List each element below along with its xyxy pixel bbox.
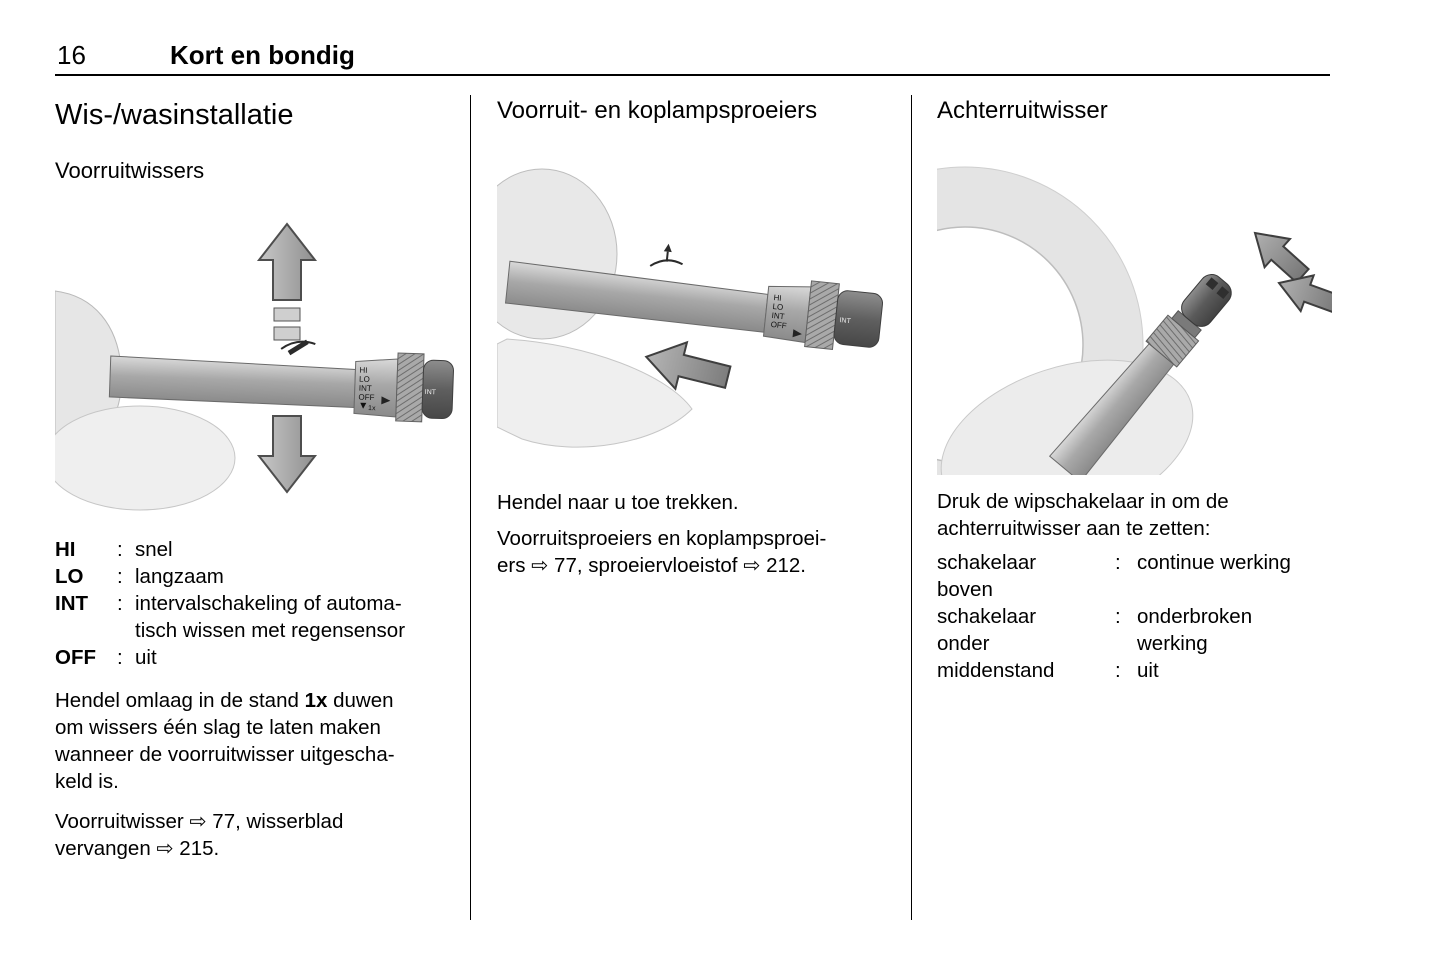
definition-desc: onderbroken werking [1137, 605, 1253, 655]
detent-step-1 [273, 307, 301, 322]
wiper-stalk: HI LO INT OFF 1x INT [108, 339, 454, 423]
definition-row: LO : langzaam [55, 563, 457, 590]
definition-row: middenstand : uit [937, 657, 1333, 684]
label-int: INT [771, 311, 785, 321]
down-arrow-icon [256, 415, 318, 494]
definition-term: INT [55, 592, 89, 615]
definition-desc: continue werking [1137, 551, 1291, 574]
rim-outer-edge [937, 166, 1144, 475]
wiper-symbol-icon [280, 339, 316, 356]
definition-row: OFF : uit [55, 644, 457, 671]
middle-column: Voorruit- en koplampsproeiers [497, 95, 889, 579]
definition-term: schakelaar boven [937, 551, 1037, 601]
column-divider-left [470, 95, 471, 920]
stalk-end-cap [833, 290, 884, 348]
stalk-mode-labels: HI LO INT OFF [770, 293, 787, 331]
definition-desc: snel [135, 538, 173, 561]
single-wipe-paragraph: Hendel omlaag in de stand 1x duwen om wi… [55, 687, 457, 795]
definition-term: LO [55, 565, 84, 588]
rear-wiper-stalk [1048, 274, 1232, 475]
chapter-title: Kort en bondig [170, 40, 355, 70]
label-hi: HI [359, 366, 367, 375]
paragraph-text: Hendel omlaag in de stand [55, 689, 305, 712]
definition-row: INT : intervalschakeling of automa- tisc… [55, 590, 457, 644]
section-title-wiswasinstallatie: Wis-/wasinstallatie [55, 99, 294, 131]
definition-desc: uit [135, 646, 157, 669]
washer-stalk-figure: HI LO INT OFF INT [497, 139, 889, 474]
label-hi: HI [773, 293, 782, 303]
cap-label-int: INT [839, 317, 852, 325]
label-lo: LO [359, 375, 370, 384]
label-off: OFF [358, 393, 374, 403]
cap-label-int: INT [425, 389, 437, 396]
label-1x: 1x [368, 405, 376, 412]
wiper-mode-definitions: HI : snel LO : langzaam INT : intervalsc… [55, 536, 457, 671]
pointer-triangle-icon [792, 329, 802, 338]
pull-lever-paragraph: Hendel naar u toe trekken. [497, 491, 739, 514]
press-arrow-upper-icon [1253, 231, 1310, 284]
definition-row: schakelaar onder : onderbroken werking [937, 603, 1333, 657]
rear-wiper-rocker-illustration [937, 166, 1332, 475]
definition-desc: intervalschakeling of automa- tisch wiss… [135, 592, 406, 642]
definition-colon: : [1115, 659, 1121, 682]
section-title-achterruitwisser: Achterruitwisser [937, 97, 1108, 124]
definition-colon: : [1115, 551, 1121, 574]
label-off: OFF [770, 320, 787, 331]
definition-desc: uit [1137, 659, 1159, 682]
definition-colon: : [117, 538, 123, 561]
rear-wiper-definitions: schakelaar boven : continue werking scha… [937, 549, 1333, 684]
knurled-ring [395, 352, 425, 423]
section-title-sproeiers: Voorruit- en koplampsproeiers [497, 97, 818, 124]
left-column: Wis-/wasinstallatie Voorruitwissers [55, 95, 457, 862]
left-references-paragraph: Voorruitwisser ⇨ 77, wisserblad vervange… [55, 810, 344, 860]
pointer-triangle-icon [381, 396, 391, 405]
definition-term: HI [55, 538, 76, 561]
detent-step-2 [273, 326, 301, 341]
middle-references-paragraph: Voorruitsproeiers en koplampsproei- ers … [497, 527, 827, 577]
wiper-stalk: HI LO INT OFF INT [504, 243, 884, 350]
press-arrow-lower-icon [1277, 274, 1332, 315]
front-wiper-stalk-illustration: HI LO INT OFF 1x INT [55, 222, 454, 511]
subsection-title-voorruitwissers: Voorruitwissers [55, 158, 205, 183]
washer-stalk-illustration: HI LO INT OFF INT [497, 168, 884, 448]
rocker-end-cap [1181, 274, 1232, 327]
label-int: INT [359, 384, 372, 393]
definition-row: HI : snel [55, 536, 457, 563]
rocker-button-top [1205, 277, 1219, 290]
definition-colon: : [117, 565, 123, 588]
label-lo: LO [772, 302, 784, 312]
page-number: 16 [57, 40, 86, 70]
stalk-end-cap [421, 359, 454, 420]
definition-row: schakelaar boven : continue werking [937, 549, 1333, 603]
front-wiper-stalk-figure: HI LO INT OFF 1x INT [55, 196, 457, 516]
stalk-mode-labels: HI LO INT OFF 1x [358, 366, 376, 413]
paragraph-text: duwen om wissers één slag te laten maken… [55, 689, 395, 793]
washer-jet-icon [649, 243, 684, 267]
rocker-intro-paragraph: Druk de wipschakelaar in om de achterrui… [937, 490, 1229, 540]
bold-1x: 1x [304, 689, 328, 712]
pull-arrow-icon [644, 340, 732, 391]
header-rule [55, 74, 1330, 76]
rocker-button-bottom [1216, 286, 1230, 299]
steering-wheel-rim [937, 167, 1143, 475]
definition-colon: : [117, 646, 123, 669]
definition-colon: : [117, 592, 123, 615]
right-column: Achterruitwisser [937, 95, 1333, 684]
up-arrow-icon [256, 222, 318, 301]
definition-colon: : [1115, 605, 1121, 628]
column-divider-right [911, 95, 912, 920]
down-tick-icon [360, 402, 367, 409]
seat-shape [497, 338, 693, 448]
definition-term: middenstand [937, 659, 1055, 682]
definition-desc: langzaam [135, 565, 224, 588]
rear-wiper-rocker-figure [937, 137, 1333, 475]
definition-term: schakelaar onder [937, 605, 1037, 655]
definition-term: OFF [55, 646, 96, 669]
dashboard-shape [55, 405, 236, 511]
